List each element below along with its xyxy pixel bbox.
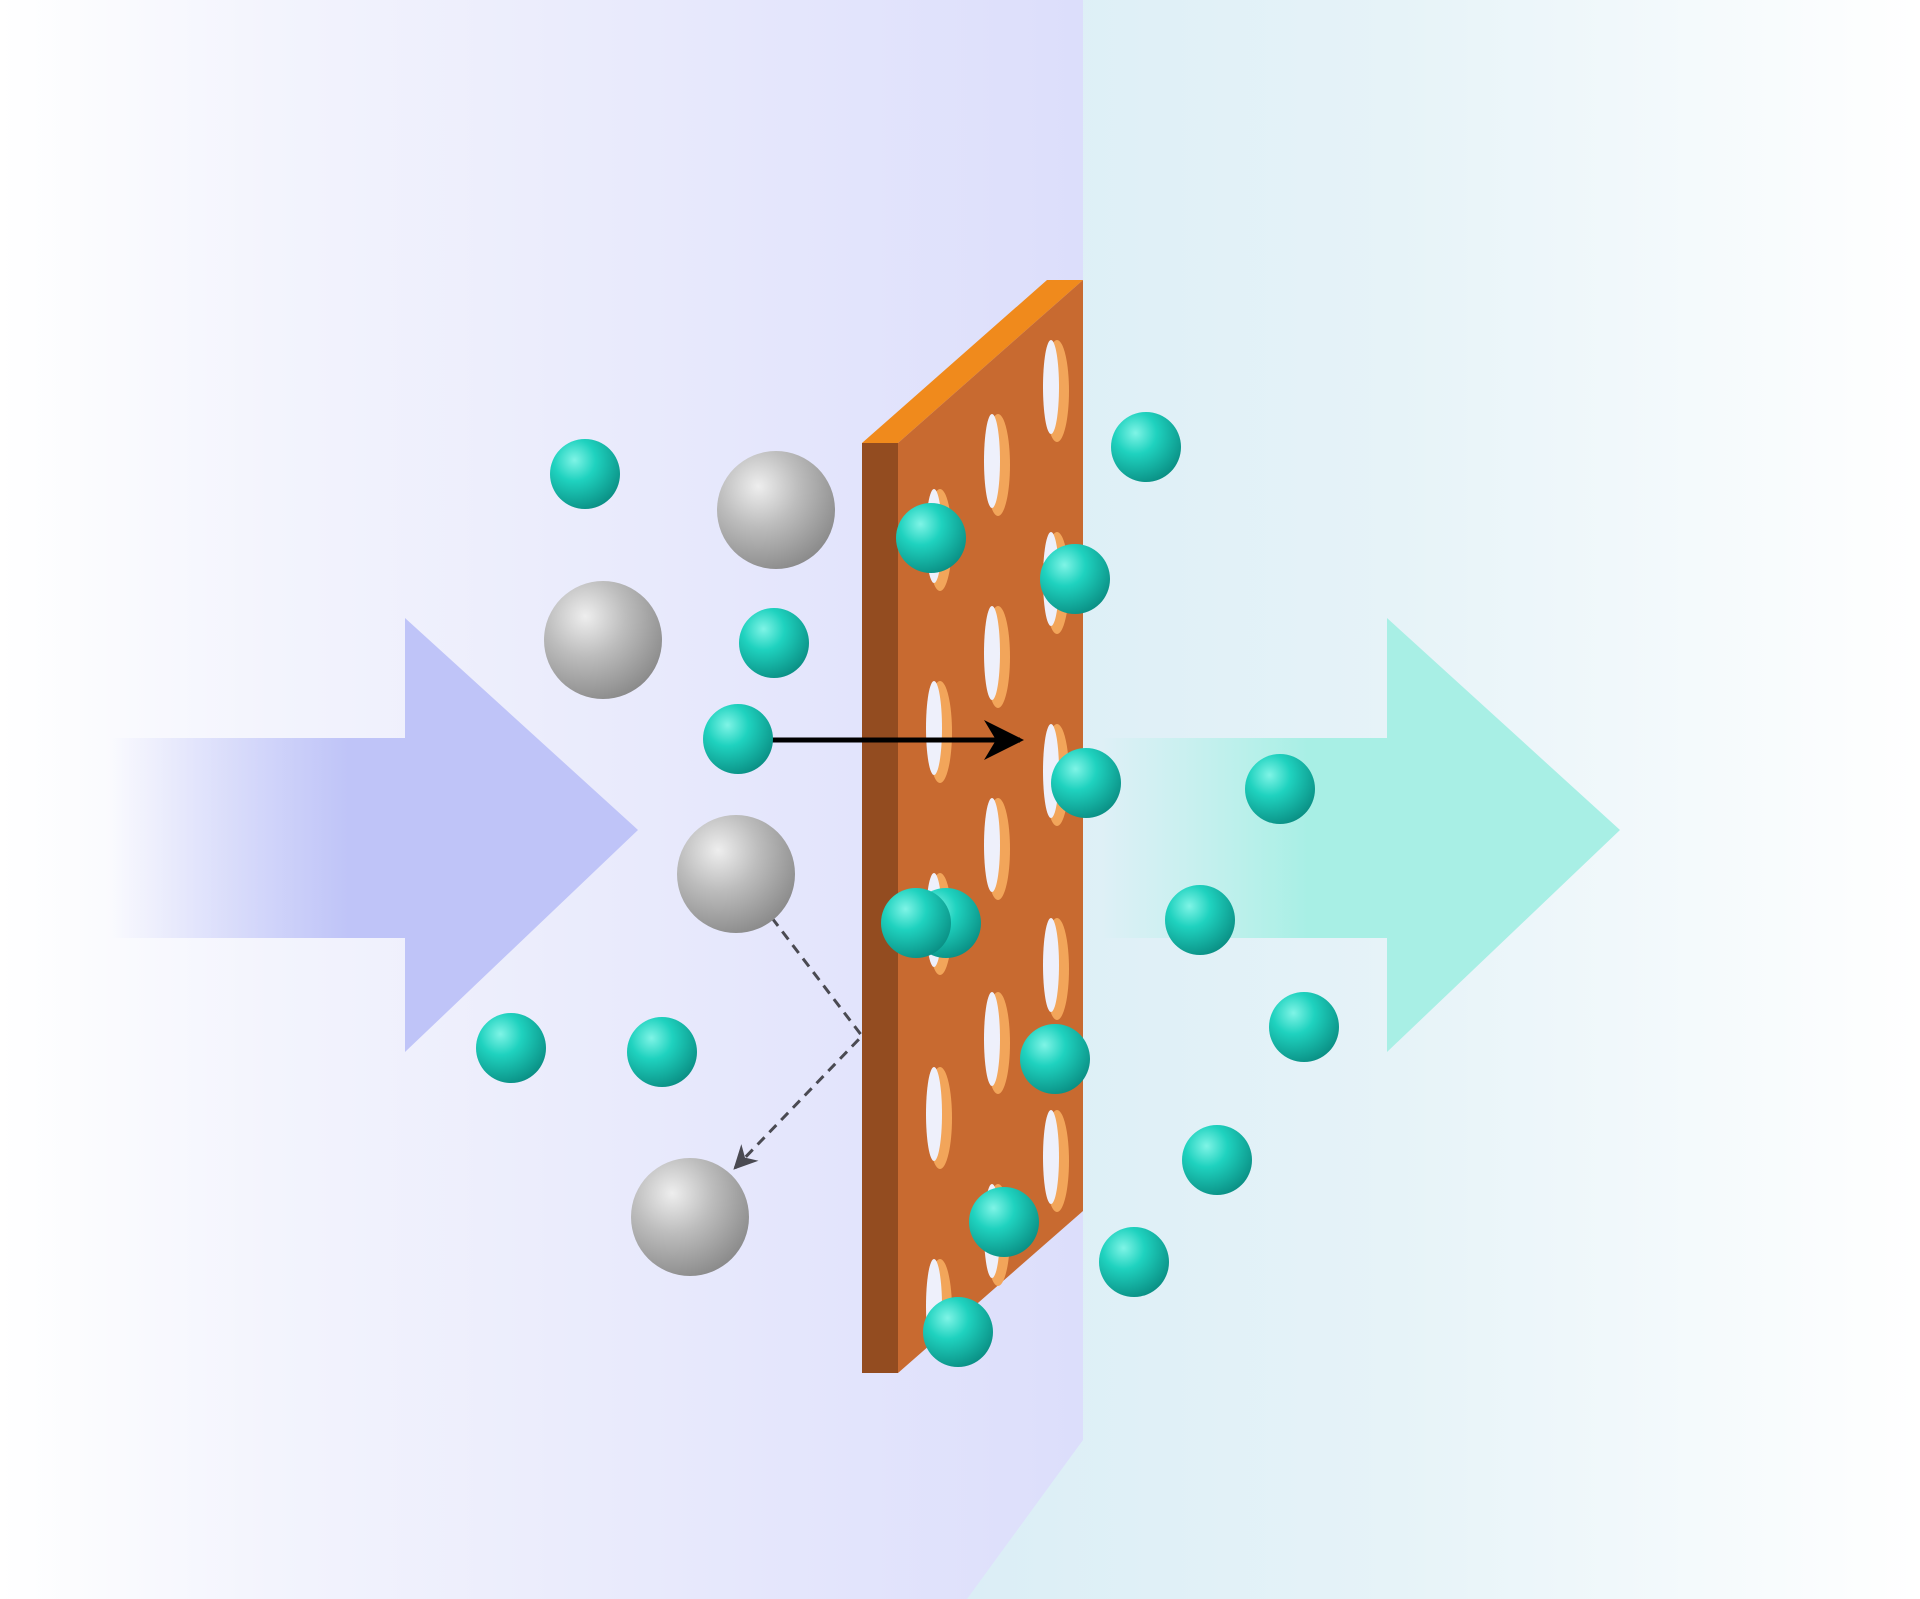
membrane-pore	[1043, 918, 1059, 1012]
large-particles	[544, 451, 835, 1276]
small-particle	[1269, 992, 1339, 1062]
small-particle	[627, 1017, 697, 1087]
membrane-pore	[1043, 1110, 1059, 1204]
small-particle	[1020, 1024, 1090, 1094]
small-particle	[1040, 544, 1110, 614]
membrane-pore	[984, 992, 1000, 1086]
membrane-pore	[984, 798, 1000, 892]
feed-flow-arrow	[110, 618, 638, 1052]
small-particle	[476, 1013, 546, 1083]
small-particle	[739, 608, 809, 678]
small-particles	[476, 412, 1339, 1367]
large-particle	[544, 581, 662, 699]
small-particle	[1182, 1125, 1252, 1195]
small-particle	[703, 704, 773, 774]
permeate-flow-arrow	[1100, 618, 1620, 1052]
membrane-pore	[984, 414, 1000, 508]
large-particle	[677, 815, 795, 933]
small-particle	[1111, 412, 1181, 482]
membrane-pore	[1043, 340, 1059, 434]
membrane-pore	[926, 1067, 942, 1161]
large-particle	[631, 1158, 749, 1276]
small-particle	[923, 1297, 993, 1367]
small-particle	[1051, 748, 1121, 818]
membrane-side-edge	[862, 443, 898, 1373]
small-particle	[1245, 754, 1315, 824]
small-particle	[969, 1187, 1039, 1257]
small-particle	[1099, 1227, 1169, 1297]
small-particle	[1165, 885, 1235, 955]
small-particle	[896, 503, 966, 573]
membrane-top-edge	[862, 280, 1083, 443]
membrane-pore	[984, 606, 1000, 700]
membrane-pore	[926, 681, 942, 775]
large-particle	[717, 451, 835, 569]
small-particle	[550, 439, 620, 509]
small-particle	[881, 888, 951, 958]
